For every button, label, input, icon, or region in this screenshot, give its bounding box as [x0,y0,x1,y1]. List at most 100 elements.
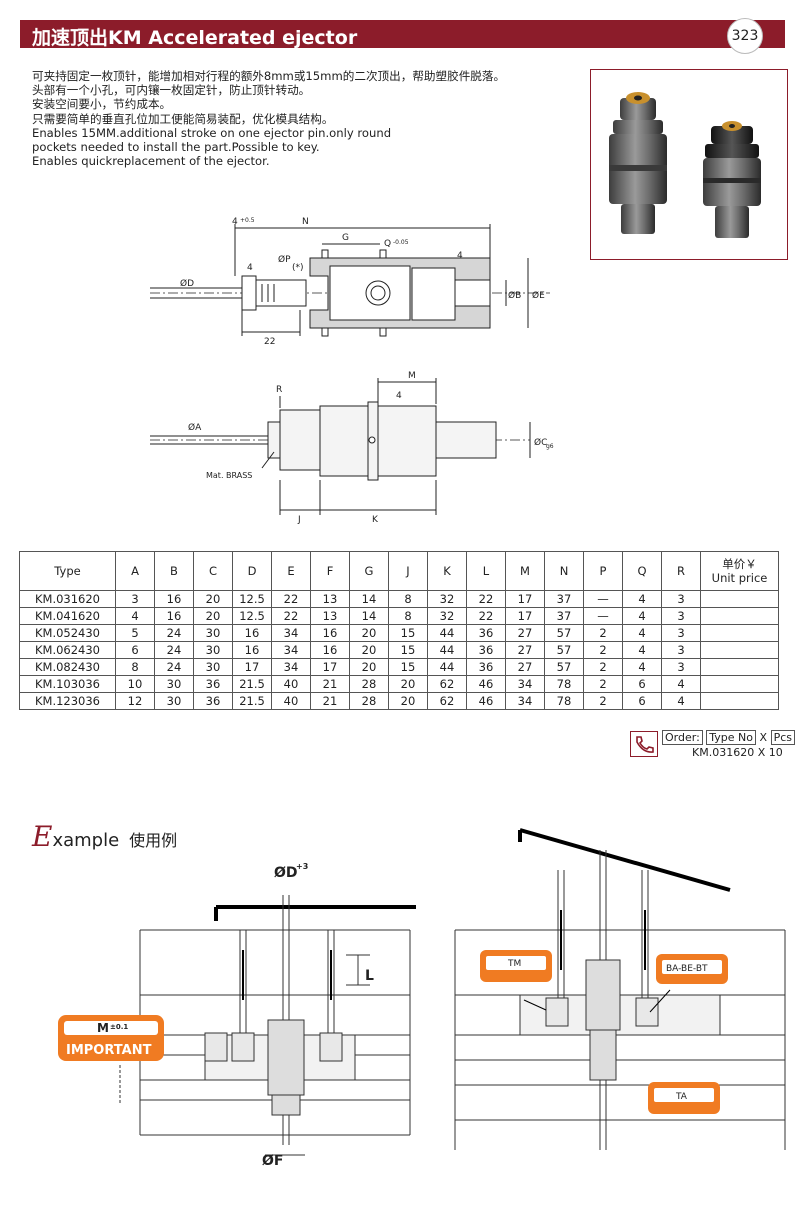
table-cell: 12 [115,692,155,710]
col-header: E [271,551,311,591]
description-line: 只需要简单的垂直孔位加工便能简易装配，优化模具结构。 [32,111,334,126]
table-cell: 34 [505,675,545,693]
table-cell: 36 [193,675,233,693]
table-cell: 78 [544,692,584,710]
table-cell: 30 [193,624,233,642]
table-cell: 30 [193,641,233,659]
dim-four-label-bottom: 4 [396,391,402,401]
table-cell: 12.5 [232,590,272,608]
col-header-price: 单价￥ Unit price [700,551,779,591]
dim-r-label: R [276,385,282,395]
ba-be-bt-tag: BA-BE-BT [656,954,728,984]
table-cell: 12.5 [232,607,272,625]
table-cell: 22 [271,590,311,608]
col-header: R [661,551,701,591]
table-cell: 57 [544,641,584,659]
col-header: L [466,551,506,591]
ta-label: TA [675,1092,688,1102]
table-cell: 16 [232,624,272,642]
section-view [150,224,550,337]
tm-tag: TM [480,950,552,982]
table-cell: 34 [271,624,311,642]
table-cell: 4 [661,675,701,693]
dim-d-label: ØD [180,278,194,289]
table-cell: 4 [661,692,701,710]
col-header: M [505,551,545,591]
dim-c-tol: g6 [546,443,554,450]
table-cell: 44 [427,641,467,659]
spec-table: Type A B C D E F G J K L M N P Q R 单价￥ U… [19,551,779,710]
dim-four-label: 4 [232,217,238,227]
table-cell: 13 [310,590,350,608]
table-cell: 36 [193,692,233,710]
table-cell: 28 [349,675,389,693]
table-cell: 2 [583,658,623,676]
table-cell: 20 [349,641,389,659]
col-header: J [388,551,428,591]
example-title-cn: 使用例 [129,831,178,850]
col-header: D [232,551,272,591]
table-cell: 10 [115,675,155,693]
col-header: B [154,551,194,591]
table-cell [700,590,779,608]
dim-four-small-label: 4 [247,263,253,273]
table-cell: 17 [310,658,350,676]
table-cell: 4 [622,624,662,642]
table-cell: 16 [310,624,350,642]
table-cell [700,641,779,659]
m-tol: ±0.1 [110,1023,128,1031]
table-cell: 27 [505,624,545,642]
table-cell: 14 [349,607,389,625]
page-number-badge: 323 [727,18,763,54]
table-cell: 4 [115,607,155,625]
dim-four-b-label: 4 [457,251,463,261]
m-label: M [97,1021,109,1035]
table-cell: 6 [622,675,662,693]
type-cell: KM.103036 [19,675,116,693]
table-cell: 4 [622,590,662,608]
table-cell: 37 [544,590,584,608]
table-cell: 20 [349,624,389,642]
table-cell: 22 [271,607,311,625]
example-right-drawing: TM BA-BE-BT TA [454,828,786,1150]
table-cell: 37 [544,607,584,625]
table-cell: 4 [622,658,662,676]
table-cell: 6 [622,692,662,710]
technical-drawing: 4 +0.5 N G Q -0.05 4 4 ØP (*) ØD ØB ØE 2… [150,217,554,525]
table-cell: 17 [505,607,545,625]
table-cell: 36 [466,624,506,642]
table-cell [700,624,779,642]
table-cell: 24 [154,641,194,659]
type-cell: KM.123036 [19,692,116,710]
page-title: 加速顶出KM Accelerated ejector [32,27,358,49]
table-cell: 34 [271,658,311,676]
table-cell: 24 [154,658,194,676]
table-cell: 32 [427,607,467,625]
table-cell: 46 [466,675,506,693]
table-cell: 14 [349,590,389,608]
header-bar: 加速顶出KM Accelerated ejector [20,20,785,49]
table-cell [700,675,779,693]
order-example: KM.031620 X 10 [692,746,783,759]
table-cell: 15 [388,658,428,676]
col-header: A [115,551,155,591]
table-cell: 3 [661,624,701,642]
table-cell: 8 [115,658,155,676]
description-line: 头部有一个小孔，可内镶一枚固定针，防止顶针转动。 [32,83,311,98]
ex-f-label: ØF [262,1153,283,1169]
col-header: N [544,551,584,591]
table-cell: 5 [115,624,155,642]
example-title-rest: xample [52,830,120,851]
dim-j-label: J [297,515,301,525]
table-cell: 36 [466,658,506,676]
table-cell: 30 [193,658,233,676]
dim-q-tol: -0.05 [393,239,409,246]
dim-e-label: ØE [532,290,545,301]
table-cell: 40 [271,675,311,693]
type-cell: KM.082430 [19,658,116,676]
